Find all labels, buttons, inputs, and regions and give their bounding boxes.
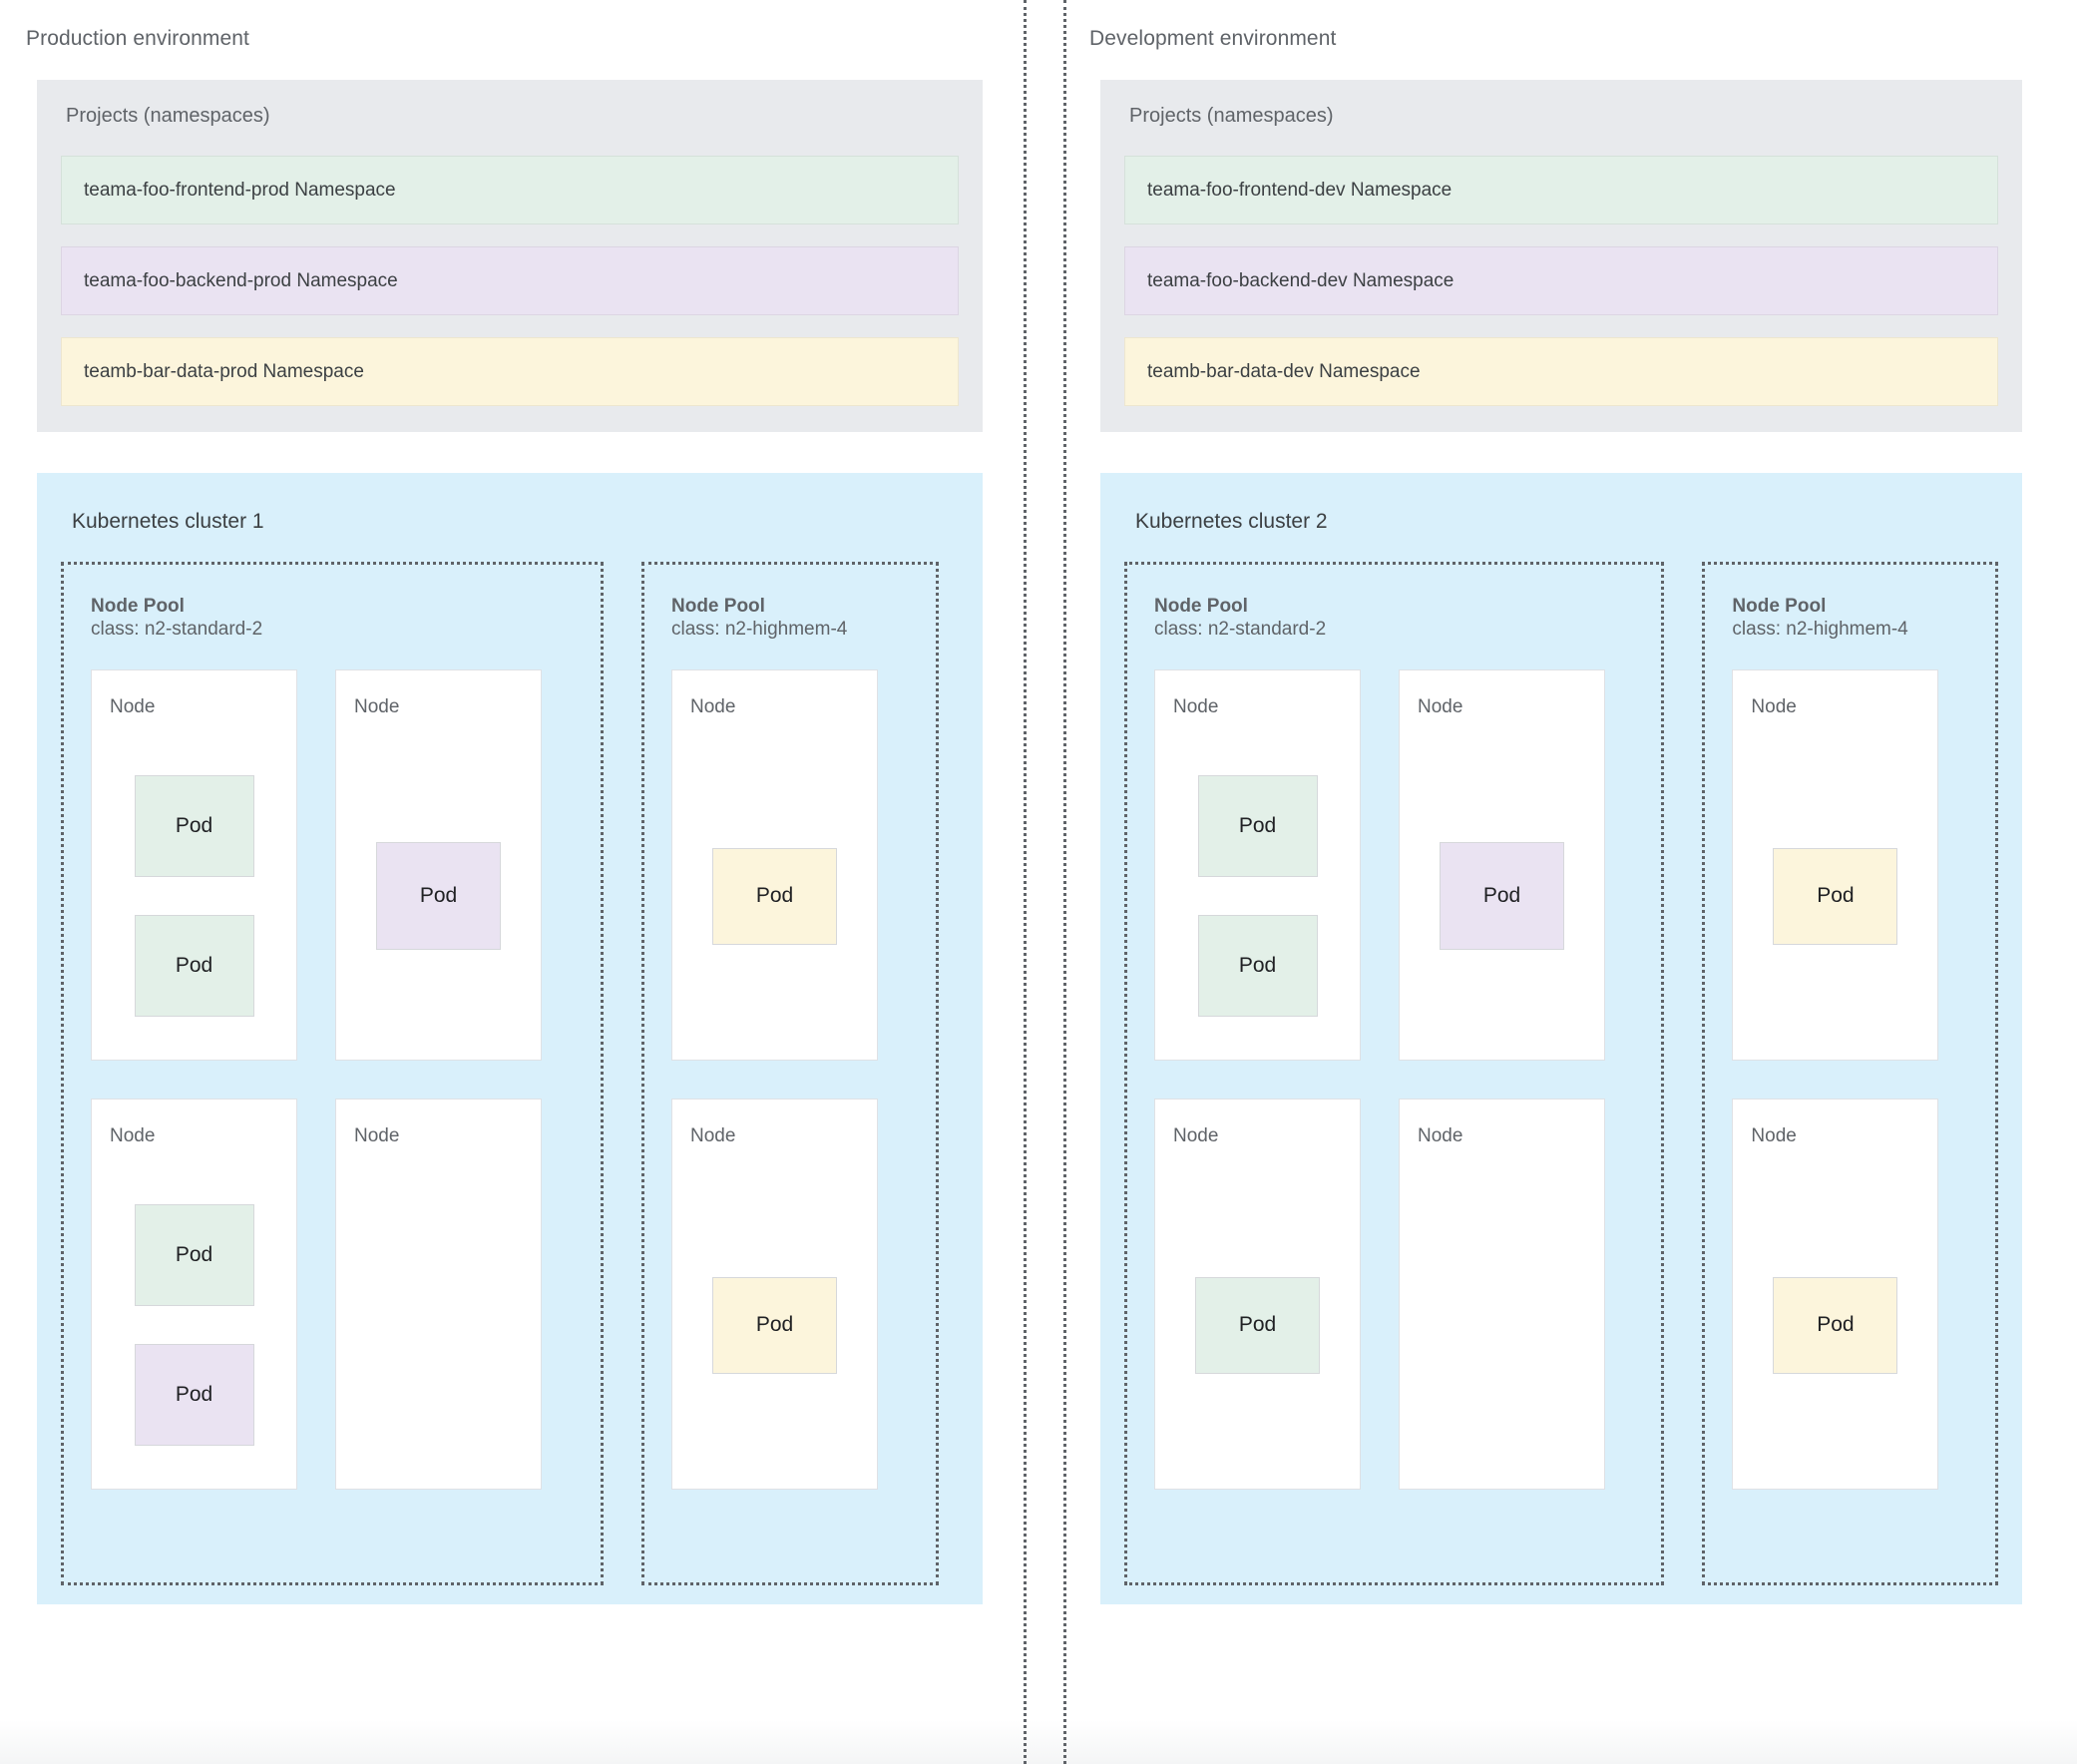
pod-box[interactable]: Pod: [1197, 775, 1318, 877]
node-pool-header: Node Pool class: n2-highmem-4: [1732, 595, 1995, 641]
node-box[interactable]: Node Pod Pod: [91, 669, 297, 1061]
production-environment-title: Production environment: [26, 27, 249, 50]
node-pods: Pod Pod: [92, 732, 296, 1060]
node-pods: Pod: [1733, 732, 1937, 1060]
node-pool-nodes: Node Pod Pod Node Pod: [91, 669, 601, 1490]
node-pool-nodes: Node Pod Node Pod: [1732, 669, 1995, 1490]
node-box[interactable]: Node Pod: [1399, 669, 1605, 1061]
node-box[interactable]: Node Pod: [1732, 1099, 1939, 1490]
node-pods: Pod Pod: [92, 1161, 296, 1489]
node-box[interactable]: Node Pod Pod: [1154, 669, 1361, 1061]
node-pool-class: class: n2-highmem-4: [671, 619, 848, 640]
pod-box[interactable]: Pod: [1197, 915, 1318, 1017]
pod-box[interactable]: Pod: [134, 1344, 254, 1446]
node-pods: Pod Pod: [1155, 732, 1360, 1060]
node-box[interactable]: Node Pod: [1154, 1099, 1361, 1490]
node-pool-name: Node Pool: [1732, 596, 1827, 617]
node-label: Node: [690, 696, 736, 717]
pod-box[interactable]: Pod: [1773, 847, 1898, 945]
pod-box[interactable]: Pod: [134, 915, 254, 1017]
pod-box[interactable]: Pod: [1773, 1276, 1898, 1374]
divider-line-left: [1024, 0, 1027, 1764]
node-pool-header: Node Pool class: n2-highmem-4: [671, 595, 936, 641]
node-box[interactable]: Node: [1399, 1099, 1605, 1490]
node-pool-name: Node Pool: [91, 596, 185, 617]
development-projects-panel: Projects (namespaces) teama-foo-frontend…: [1100, 80, 2022, 432]
pod-box[interactable]: Pod: [712, 1276, 837, 1374]
production-projects-panel: Projects (namespaces) teama-foo-frontend…: [37, 80, 983, 432]
node-pods: Pod: [1400, 732, 1604, 1060]
development-environment-title: Development environment: [1089, 27, 1337, 50]
namespace-item[interactable]: teama-foo-frontend-prod Namespace: [61, 156, 959, 224]
pod-box[interactable]: Pod: [376, 842, 501, 950]
node-label: Node: [1173, 1125, 1219, 1146]
pod-box[interactable]: Pod: [134, 775, 254, 877]
namespace-item[interactable]: teama-foo-backend-prod Namespace: [61, 246, 959, 315]
node-label: Node: [110, 1125, 156, 1146]
node-pool-class: class: n2-standard-2: [1154, 619, 1327, 640]
pod-box[interactable]: Pod: [1195, 1276, 1320, 1374]
cluster-2-node-pools: Node Pool class: n2-standard-2 Node Pod …: [1124, 562, 1998, 1585]
node-label: Node: [690, 1125, 736, 1146]
node-pool-name: Node Pool: [1154, 596, 1248, 617]
node-box[interactable]: Node Pod: [671, 669, 878, 1061]
namespace-item[interactable]: teama-foo-frontend-dev Namespace: [1124, 156, 1998, 224]
node-pods: [1400, 1161, 1604, 1489]
node-pods: [336, 1161, 541, 1489]
kubernetes-cluster-1-panel: Kubernetes cluster 1 Node Pool class: n2…: [37, 473, 983, 1604]
node-pods: Pod: [1733, 1161, 1937, 1489]
node-label: Node: [1173, 696, 1219, 717]
node-pods: Pod: [672, 732, 877, 1060]
development-projects-title: Projects (namespaces): [1129, 105, 1334, 127]
node-pool-name: Node Pool: [671, 596, 765, 617]
node-label: Node: [1418, 1125, 1463, 1146]
node-pods: Pod: [672, 1161, 877, 1489]
production-projects-title: Projects (namespaces): [66, 105, 270, 127]
node-pool-n2-highmem-4: Node Pool class: n2-highmem-4 Node Pod N…: [641, 562, 939, 1585]
node-box[interactable]: Node Pod: [671, 1099, 878, 1490]
node-label: Node: [354, 696, 400, 717]
namespace-item[interactable]: teama-foo-backend-dev Namespace: [1124, 246, 1998, 315]
node-pool-nodes: Node Pod Node Pod: [671, 669, 936, 1490]
namespace-item[interactable]: teamb-bar-data-prod Namespace: [61, 337, 959, 406]
node-pool-class: class: n2-standard-2: [91, 619, 263, 640]
node-box[interactable]: Node Pod: [335, 669, 542, 1061]
development-environment-column: Development environment Projects (namesp…: [1063, 0, 2077, 1764]
node-pool-class: class: n2-highmem-4: [1732, 619, 1908, 640]
kubernetes-cluster-2-panel: Kubernetes cluster 2 Node Pool class: n2…: [1100, 473, 2022, 1604]
node-label: Node: [354, 1125, 400, 1146]
node-box[interactable]: Node Pod: [1732, 669, 1939, 1061]
namespace-item[interactable]: teamb-bar-data-dev Namespace: [1124, 337, 1998, 406]
environment-divider: [1024, 0, 1066, 1764]
node-pool-nodes: Node Pod Pod Node Pod: [1154, 669, 1661, 1490]
node-label: Node: [1418, 696, 1463, 717]
node-pool-header: Node Pool class: n2-standard-2: [1154, 595, 1661, 641]
development-namespace-list: teama-foo-frontend-dev Namespace teama-f…: [1124, 156, 1998, 406]
cluster-1-node-pools: Node Pool class: n2-standard-2 Node Pod …: [61, 562, 959, 1585]
kubernetes-cluster-2-title: Kubernetes cluster 2: [1135, 510, 1328, 533]
node-label: Node: [110, 696, 156, 717]
pod-box[interactable]: Pod: [134, 1204, 254, 1306]
node-pods: Pod: [1155, 1161, 1360, 1489]
node-label: Node: [1751, 1125, 1797, 1146]
node-pool-n2-standard-2: Node Pool class: n2-standard-2 Node Pod …: [61, 562, 604, 1585]
node-pods: Pod: [336, 732, 541, 1060]
node-pool-n2-standard-2: Node Pool class: n2-standard-2 Node Pod …: [1124, 562, 1665, 1585]
node-pool-n2-highmem-4: Node Pool class: n2-highmem-4 Node Pod N…: [1702, 562, 1998, 1585]
node-pool-header: Node Pool class: n2-standard-2: [91, 595, 601, 641]
production-namespace-list: teama-foo-frontend-prod Namespace teama-…: [61, 156, 959, 406]
node-label: Node: [1751, 696, 1797, 717]
pod-box[interactable]: Pod: [712, 847, 837, 945]
node-box[interactable]: Node Pod Pod: [91, 1099, 297, 1490]
pod-box[interactable]: Pod: [1440, 842, 1564, 950]
node-box[interactable]: Node: [335, 1099, 542, 1490]
divider-line-right: [1063, 0, 1066, 1764]
production-environment-column: Production environment Projects (namespa…: [0, 0, 1024, 1764]
kubernetes-cluster-1-title: Kubernetes cluster 1: [72, 510, 264, 533]
